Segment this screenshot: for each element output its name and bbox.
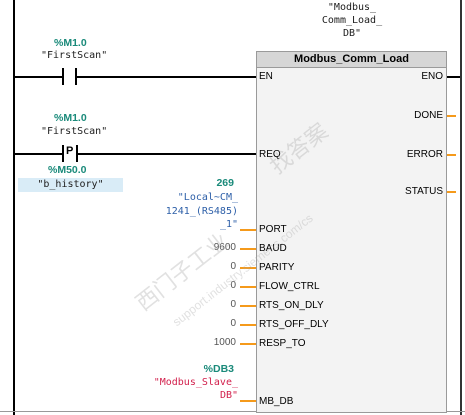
pin-req: REQ xyxy=(259,149,281,160)
rung1-wire-right xyxy=(77,76,256,78)
rts-off-dly-input-wire xyxy=(240,324,256,326)
rts-on-dly-value[interactable]: 0 xyxy=(230,299,236,310)
edge-memory-tag[interactable]: "b_history" xyxy=(18,178,123,192)
mb-db-tag-line2[interactable]: DB" xyxy=(219,390,238,401)
parity-value[interactable]: 0 xyxy=(230,261,236,272)
port-input-wire xyxy=(240,229,256,231)
contact2-right-bar[interactable] xyxy=(76,145,78,162)
pin-eno: ENO xyxy=(421,71,443,82)
rung2-wire-right xyxy=(78,153,256,155)
mb-db-input-wire xyxy=(240,400,256,402)
flow-ctrl-input-wire xyxy=(240,286,256,288)
port-tag-line1[interactable]: "Local~CM_ xyxy=(177,192,238,203)
bottom-border xyxy=(0,411,465,412)
pin-resp-to: RESP_TO xyxy=(259,338,306,349)
contact2-edge-symbol: P xyxy=(66,145,74,157)
contact1-tag[interactable]: "FirstScan" xyxy=(41,50,108,61)
contact1-left-bar[interactable] xyxy=(62,68,64,85)
pin-done: DONE xyxy=(414,110,443,121)
instance-db-line3[interactable]: DB" xyxy=(342,28,362,39)
resp-to-input-wire xyxy=(240,343,256,345)
rts-off-dly-value[interactable]: 0 xyxy=(230,318,236,329)
left-power-rail xyxy=(13,0,15,415)
pin-error: ERROR xyxy=(406,149,443,160)
done-output-stub xyxy=(447,115,456,117)
function-block[interactable]: Modbus_Comm_Load xyxy=(256,51,447,413)
contact2-tag[interactable]: "FirstScan" xyxy=(41,126,108,137)
pin-baud: BAUD xyxy=(259,243,287,254)
pin-mb-db: MB_DB xyxy=(259,396,294,407)
contact1-address[interactable]: %M1.0 xyxy=(54,37,87,49)
rung1-wire-left xyxy=(15,76,62,78)
pin-status: STATUS xyxy=(405,186,443,197)
mb-db-tag-line1[interactable]: "Modbus_Slave_ xyxy=(153,377,238,388)
instance-db-line1[interactable]: "Modbus_ xyxy=(327,2,377,13)
error-output-stub xyxy=(447,154,456,156)
edge-memory-address[interactable]: %M50.0 xyxy=(48,164,87,176)
baud-input-wire xyxy=(240,248,256,250)
pin-port: PORT xyxy=(259,224,287,235)
pin-parity: PARITY xyxy=(259,262,295,273)
rts-on-dly-input-wire xyxy=(240,305,256,307)
function-block-title: Modbus_Comm_Load xyxy=(294,53,409,65)
mb-db-address[interactable]: %DB3 xyxy=(203,363,234,375)
port-tag-line3[interactable]: _1" xyxy=(219,219,238,230)
port-tag-line2[interactable]: 1241_(RS485) xyxy=(165,206,238,217)
pin-flow-ctrl: FLOW_CTRL xyxy=(259,281,320,292)
eno-output-wire xyxy=(447,76,460,78)
status-output-stub xyxy=(447,191,456,193)
rung2-wire-left xyxy=(15,153,62,155)
contact1-right-bar[interactable] xyxy=(75,68,77,85)
parity-input-wire xyxy=(240,267,256,269)
instance-db-line2[interactable]: Comm_Load_ xyxy=(321,15,383,26)
port-value[interactable]: 269 xyxy=(216,177,234,189)
contact2-left-bar[interactable] xyxy=(62,145,64,162)
pin-rts-off-dly: RTS_OFF_DLY xyxy=(259,319,329,330)
pin-rts-on-dly: RTS_ON_DLY xyxy=(259,300,324,311)
pin-en: EN xyxy=(259,71,273,82)
contact2-address[interactable]: %M1.0 xyxy=(54,112,87,124)
right-power-rail xyxy=(460,0,462,415)
resp-to-value[interactable]: 1000 xyxy=(213,337,236,348)
baud-value[interactable]: 9600 xyxy=(213,242,236,253)
function-block-header xyxy=(257,52,446,68)
flow-ctrl-value[interactable]: 0 xyxy=(230,280,236,291)
